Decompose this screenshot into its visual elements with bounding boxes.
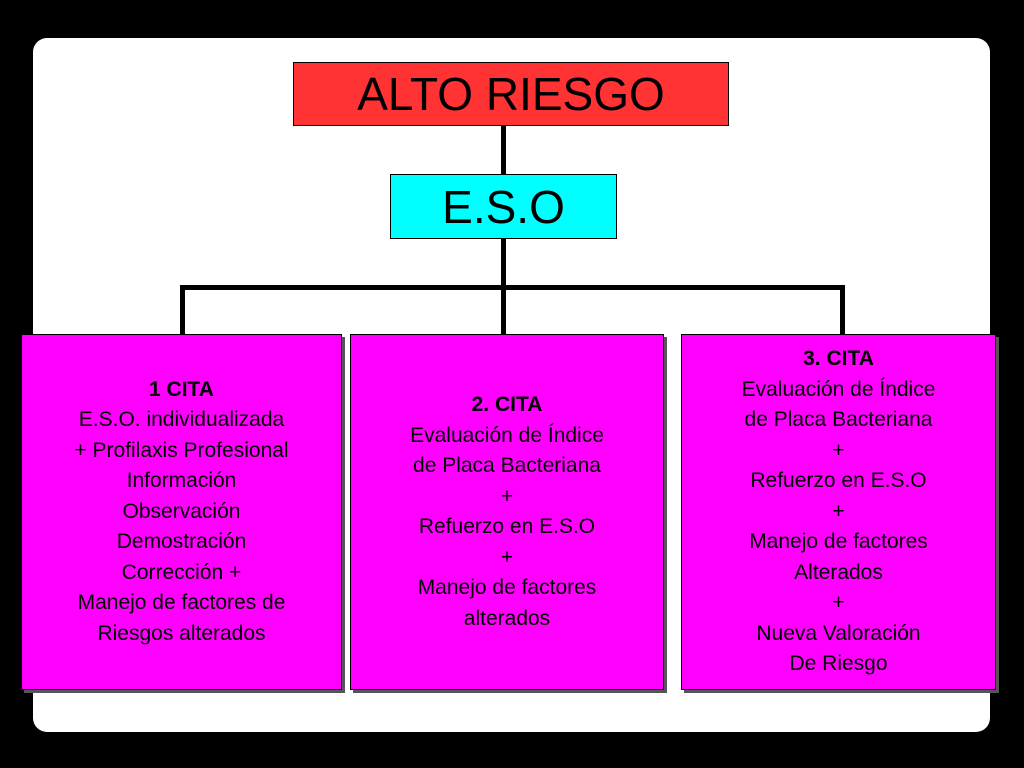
cita-3-line: Manejo de factores [749, 530, 928, 554]
cita-3-line: De Riesgo [789, 652, 888, 676]
cita-1-line: E.S.O. individualizada [78, 408, 285, 432]
cita-1-title: 1 CITA [149, 377, 214, 401]
cita-3-line: Refuerzo en E.S.O [750, 469, 927, 493]
eso-node: E.S.O [390, 174, 617, 239]
cita-1-box: 1 CITA E.S.O. individualizada + Profilax… [21, 334, 342, 690]
cita-1-line: Demostración [116, 530, 247, 554]
cita-3-title: 3. CITA [803, 347, 874, 371]
cita-2-line: Manejo de factores [417, 576, 597, 599]
connector-drop-1 [180, 285, 185, 334]
cita-2-box: 2. CITA Evaluación de Índice de Placa Ba… [350, 334, 664, 690]
cita-2-line: + [500, 545, 514, 569]
alto-riesgo-label: ALTO RIESGO [357, 68, 665, 120]
cita-2-line: de Placa Bacteriana [413, 454, 601, 477]
cita-1-line: + Profilaxis Profesional [74, 438, 289, 462]
cita-3-line: + [832, 499, 845, 523]
cita-1-line: Corrección + [121, 560, 242, 584]
alto-riesgo-node: ALTO RIESGO [293, 62, 729, 126]
eso-label: E.S.O [442, 180, 565, 233]
cita-1-line: Riesgos alterados [97, 621, 266, 645]
cita-2-line: alterados [463, 606, 551, 630]
connector-horizontal [180, 285, 845, 290]
connector-drop-2 [501, 285, 506, 334]
cita-3-line: Evaluación de Índice [741, 377, 936, 401]
cita-1-line: Observación [122, 499, 241, 523]
cita-3-line: + [832, 438, 845, 462]
cita-3-box: 3. CITA Evaluación de Índice de Placa Ba… [681, 334, 996, 690]
connector-drop-3 [840, 285, 845, 334]
cita-3-line: Alterados [794, 560, 883, 584]
cita-3-line: + [832, 591, 845, 615]
cita-2-line: Refuerzo en E.S.O [418, 515, 596, 538]
connector-mid-down [501, 239, 506, 289]
cita-2-line: + [500, 484, 514, 508]
cita-3-line: Nueva Valoración [756, 621, 921, 645]
cita-1-line: Información [126, 469, 237, 493]
cita-2-line: Evaluación de Índice [410, 423, 604, 447]
cita-2-title: 2. CITA [471, 393, 543, 416]
connector-top-to-mid [501, 126, 506, 174]
cita-1-line: Manejo de factores de [77, 591, 286, 615]
cita-3-line: de Placa Bacteriana [744, 408, 933, 432]
